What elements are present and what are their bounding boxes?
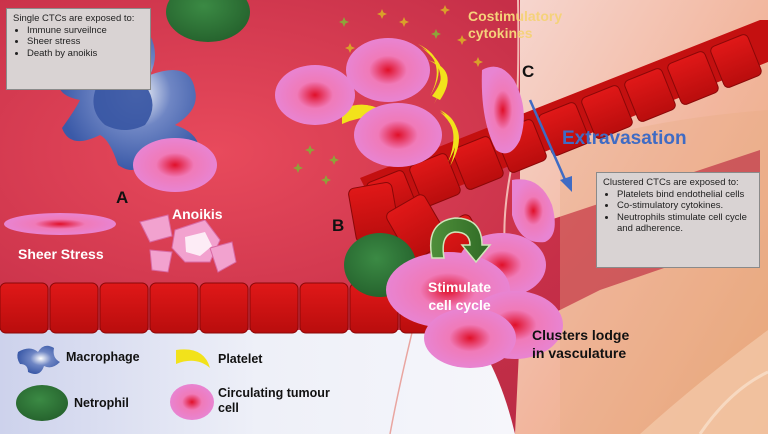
cytokine-particles <box>345 5 483 67</box>
panel-c-label: C <box>522 62 535 81</box>
single-ctc-item: Sheer stress <box>27 36 144 48</box>
ctc-single-a <box>133 138 217 192</box>
stimulate-arrow <box>430 217 492 264</box>
cluster-ctc-item: Platelets bind endothelial cells <box>617 189 753 201</box>
sheer-stress-label: Sheer Stress <box>18 246 104 262</box>
costimulatory-label: Costimulatory cytokines <box>468 8 563 41</box>
single-ctc-item: Immune surveilnce <box>27 25 144 37</box>
single-ctc-note: Single CTCs are exposed to: Immune surve… <box>6 8 151 90</box>
ctc-sheer-stress <box>4 213 116 235</box>
legend-ctc-label: Circulating tumour cell <box>218 386 330 415</box>
ctc-extravasating <box>481 66 555 243</box>
legend-macrophage-icon <box>17 345 60 374</box>
cluster-ctc-item: Co-stimulatory cytokines. <box>617 200 753 212</box>
legend-netrophil-label: Netrophil <box>74 396 129 410</box>
single-ctc-item: Death by anoikis <box>27 48 144 60</box>
cluster-ctc-heading: Clustered CTCs are exposed to: <box>603 177 739 188</box>
panel-b-label: B <box>332 216 345 235</box>
extravasation-label: Extravasation <box>562 128 687 149</box>
ctc-cluster-top <box>275 38 442 167</box>
cytokine-particles-green <box>293 17 441 185</box>
anoikis-fragments <box>139 214 237 273</box>
anoikis-label: Anoikis <box>172 206 223 222</box>
legend-icons <box>16 345 214 421</box>
legend-neutrophil-icon <box>16 385 68 421</box>
legend-platelet-label: Platelet <box>218 352 263 366</box>
clusters-lodge-label: Clusters lodge in vasculature <box>532 327 630 361</box>
macrophage-nucleus <box>93 78 153 130</box>
stimulate-cell-cycle-label: Stimulate cell cycle <box>428 279 492 313</box>
extravasation-arrow <box>528 99 572 192</box>
single-ctc-heading: Single CTCs are exposed to: <box>13 13 135 24</box>
cluster-ctc-note: Clustered CTCs are exposed to: Platelets… <box>596 172 760 268</box>
legend-macrophage-label: Macrophage <box>66 350 140 364</box>
panel-a-label: A <box>116 188 129 207</box>
legend-ctc-icon <box>170 384 214 420</box>
cluster-ctc-item: Neutrophils stimulate cell cycle and adh… <box>617 212 753 235</box>
neutrophil-top <box>166 0 250 42</box>
